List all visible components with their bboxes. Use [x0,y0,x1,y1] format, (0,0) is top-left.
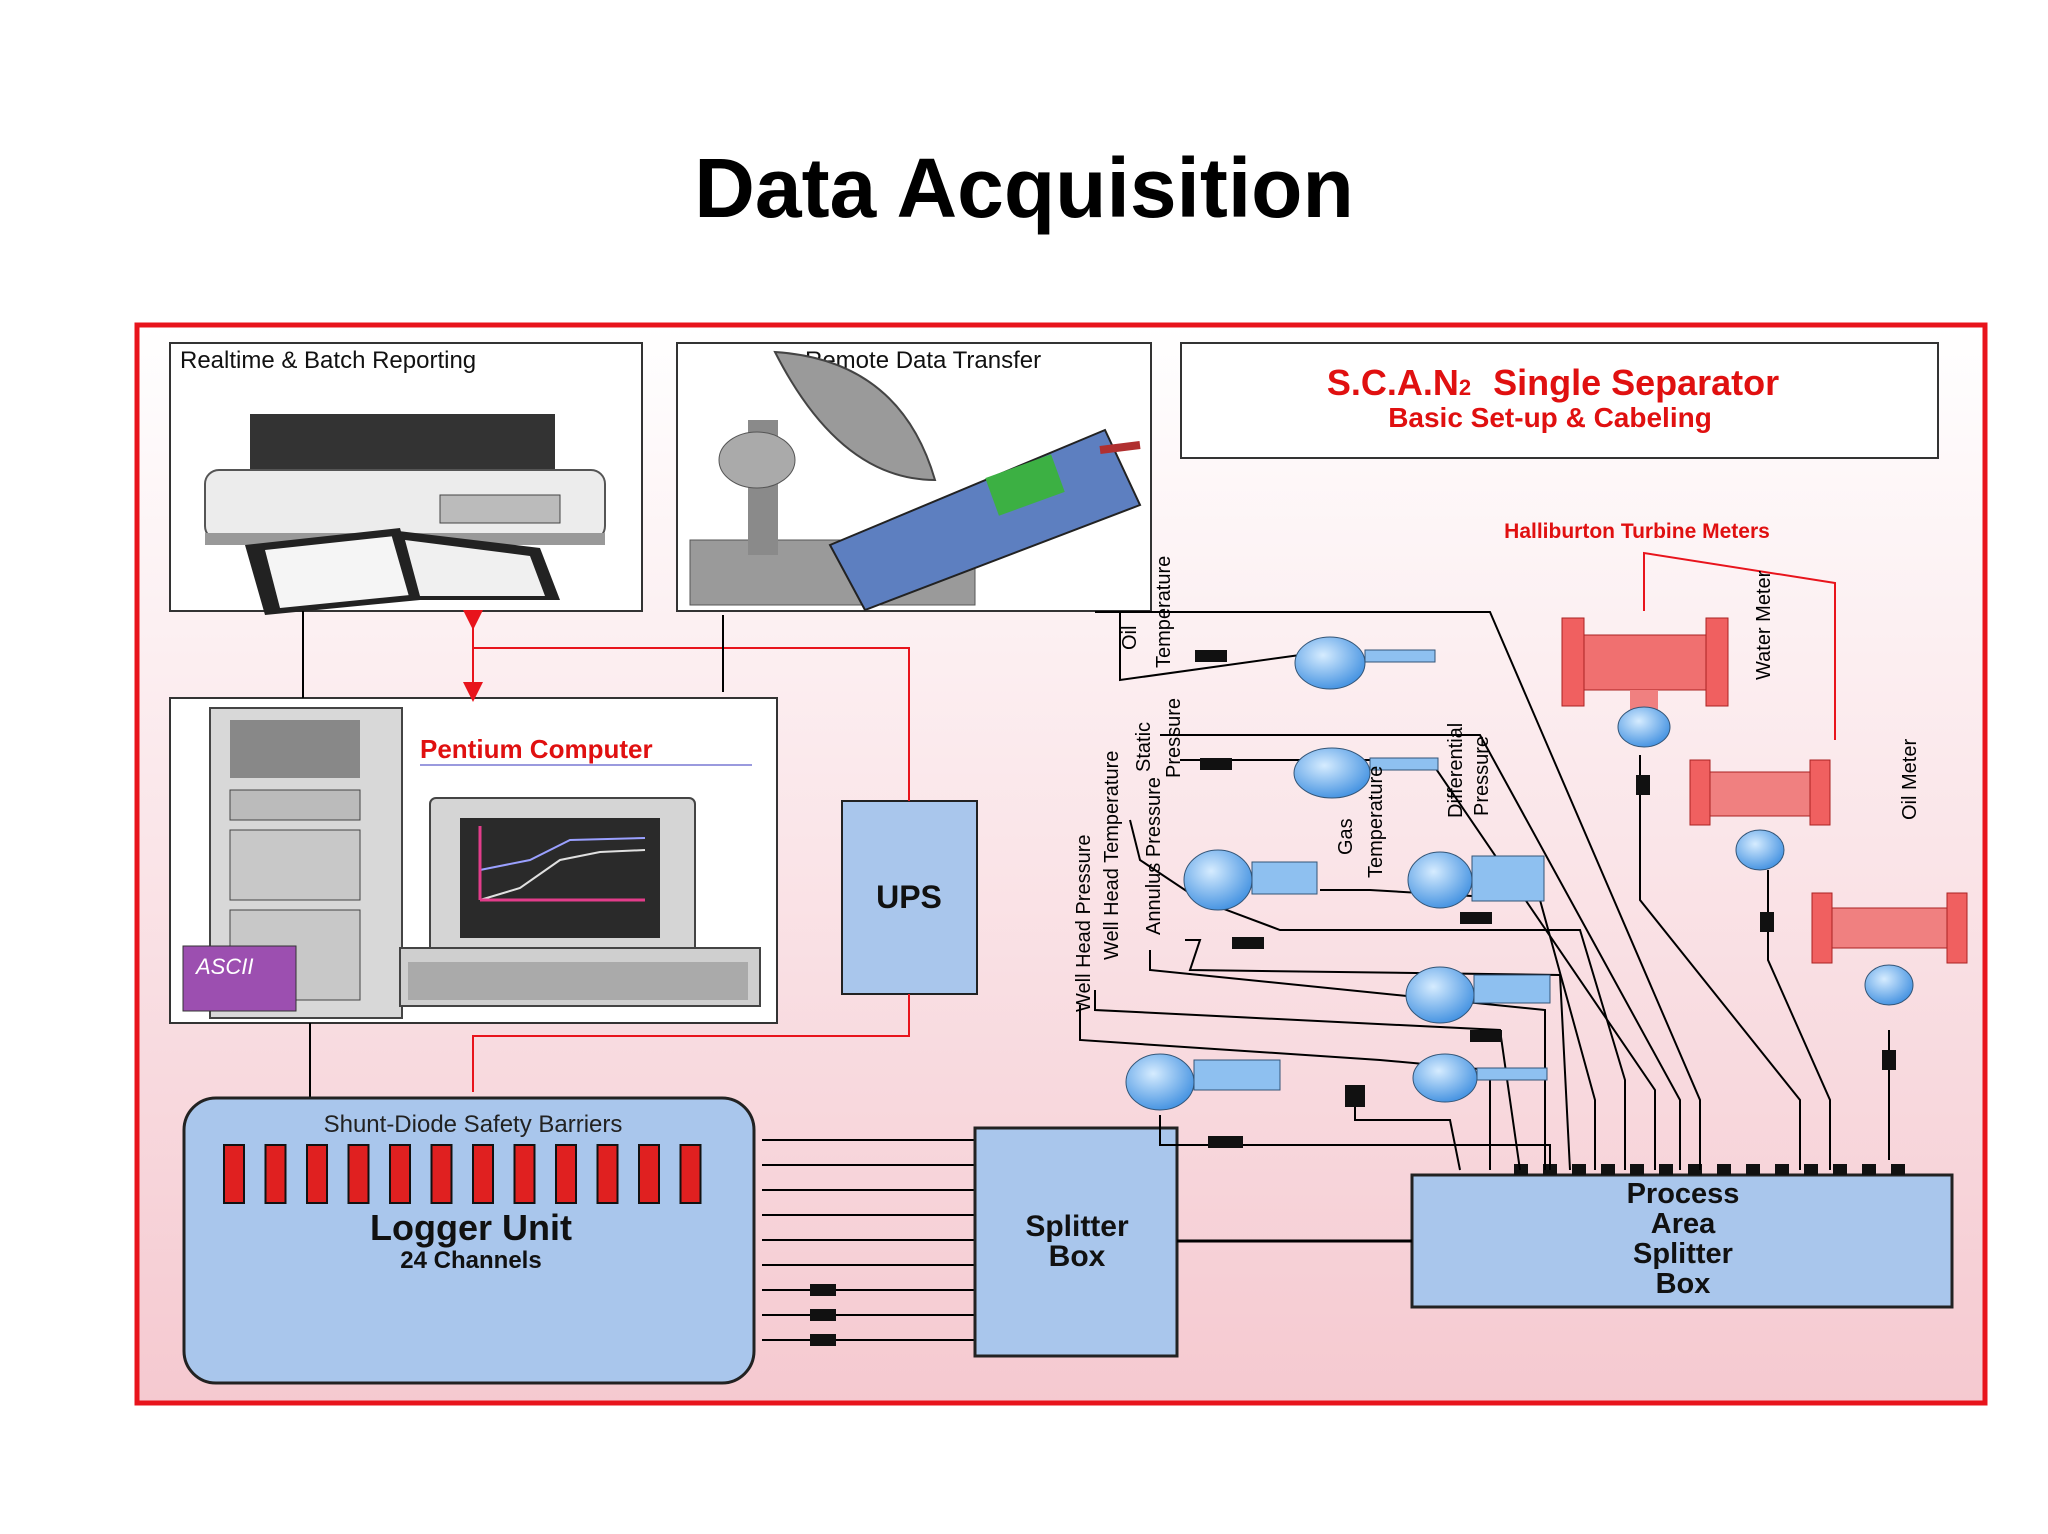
data-lines [302,611,724,1098]
process-splitter-box: Process Area Splitter Box [1410,1173,1954,1309]
wellhead-temperature-sensor-icon [1405,966,1551,1024]
reporting-label: Realtime & Batch Reporting [180,347,476,374]
differential-pressure-sensor-icon [1407,851,1545,909]
gas-label-1: Gas [1335,818,1357,855]
static-pressure-sensor-icon [1293,747,1439,799]
static-label-2: Pressure [1163,698,1185,778]
oil-meter-icon [1689,759,1831,871]
process-label-2: Area [1651,1208,1716,1240]
process-label-1: Process [1627,1178,1740,1210]
water-meter-icon [1561,617,1729,748]
diff-label-1: Differential [1445,723,1467,818]
annulus-label: Annulus Pressure [1143,777,1165,935]
cable-connectors [1195,650,1896,1148]
oil-meter-label: Oil Meter [1899,739,1921,820]
floppy-disk-icon: ASCII [182,945,297,1012]
power-lines [463,610,910,1092]
splitter-label-1: Splitter [1025,1210,1129,1243]
terminal [1833,1164,1847,1175]
computer-panel: ASCII Pentium Computer [169,697,778,1024]
header-subtitle: Basic Set-up & Cabeling [1388,402,1712,433]
safety-barrier [347,1144,370,1204]
process-terminals [1514,1164,1905,1175]
splitter-box: Splitter Box [973,1126,1179,1358]
safety-barrier [472,1144,494,1204]
terminal [1572,1164,1586,1175]
gas-label-2: Temperature [1365,766,1387,878]
safety-barrier [306,1144,328,1204]
process-label-3: Splitter [1633,1238,1733,1270]
ups-label: UPS [876,879,942,915]
ascii-label: ASCII [194,954,253,979]
terminal [1601,1164,1615,1175]
water-meter-label: Water Meter [1753,570,1775,680]
ups-unit: UPS [841,800,978,995]
safety-barriers [223,1144,702,1204]
safety-barrier [389,1144,411,1204]
terminal [1891,1164,1905,1175]
oil-temperature-sensor-icon [1294,636,1436,690]
barriers-label: Shunt-Diode Safety Barriers [324,1111,623,1138]
wellhead-pressure-sensor-icon [1125,1053,1281,1111]
terminal [1514,1164,1528,1175]
terminal [1717,1164,1731,1175]
safety-barrier [264,1144,287,1204]
binder-icon [245,528,560,615]
safety-barrier [430,1144,453,1204]
printer-icon [204,414,606,545]
safety-barrier [555,1144,577,1204]
logger-unit: Shunt-Diode Safety Barriers Logger Unit … [182,1096,756,1385]
monitor-icon [399,797,761,1007]
safety-barrier [223,1144,245,1204]
field-wiring [1079,611,1890,1171]
safety-barrier [513,1144,536,1204]
annulus-pressure-sensor-icon [1183,849,1318,911]
wellhead-temp-label: Well Head Temperature [1101,751,1123,960]
bus-connector [810,1334,836,1346]
diff-label-2: Pressure [1471,736,1493,816]
terminal [1775,1164,1789,1175]
oil-temp-label-1: Oil [1119,626,1141,650]
computer-label: Pentium Computer [420,734,653,764]
gas-temperature-sensor-icon [1412,1053,1548,1103]
logger-bus-lines [762,1139,975,1346]
terminal [1804,1164,1818,1175]
terminal [1630,1164,1644,1175]
terminal [1746,1164,1760,1175]
turbine-meters: Halliburton Turbine Meters Water Meter O… [1504,520,1968,1006]
terminal [1659,1164,1673,1175]
logger-label: Logger Unit [370,1207,572,1248]
safety-barrier [638,1144,660,1204]
channels-label: 24 Channels [400,1247,541,1274]
slide-title: Data Acquisition [694,141,1354,235]
terminal [1862,1164,1876,1175]
process-label-4: Box [1656,1268,1711,1300]
terminal [1688,1164,1702,1175]
splitter-label-2: Box [1049,1240,1106,1273]
bus-connector [810,1284,836,1296]
turbine-heading: Halliburton Turbine Meters [1504,520,1770,543]
reporting-panel: Realtime & Batch Reporting [169,342,643,615]
bus-connector [810,1309,836,1321]
third-meter-icon [1811,892,1968,1006]
wellhead-press-label: Well Head Pressure [1073,835,1095,1012]
mobile-phone-icon [828,428,1142,612]
pressure-sensors: Oil Temperature Static Pressure Differen… [1073,556,1896,1148]
static-label-1: Static [1133,722,1155,772]
oil-temp-label-2: Temperature [1153,556,1175,668]
safety-barrier [596,1144,619,1204]
remote-panel: Remote Data Transfer [676,342,1152,612]
safety-barrier [679,1144,702,1204]
